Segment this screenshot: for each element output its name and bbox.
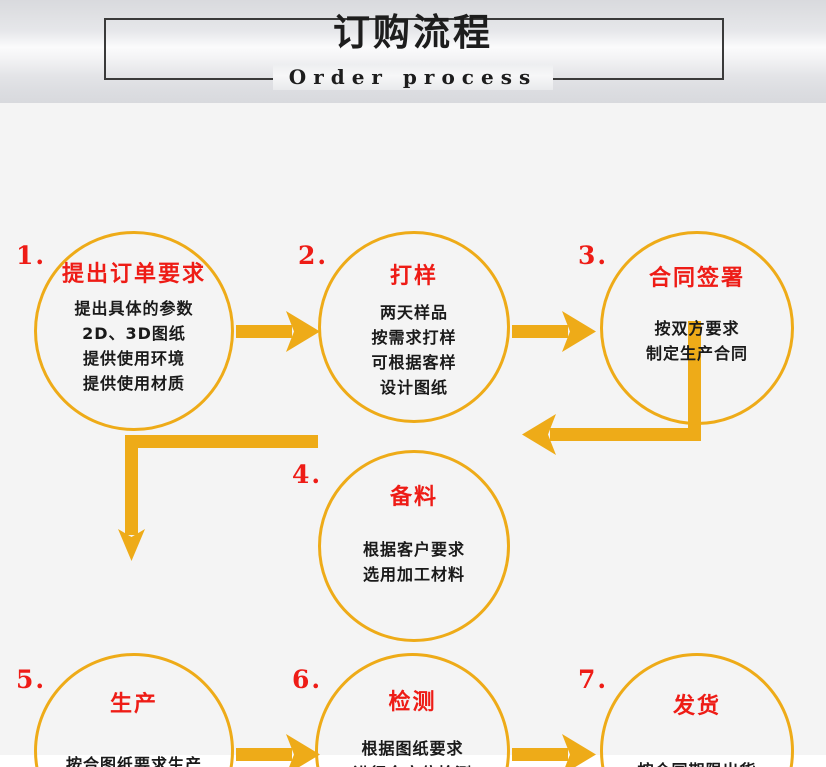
step-body-4: 根据客户要求 选用加工材料 bbox=[363, 537, 465, 587]
step-number-2: 2. bbox=[298, 241, 329, 270]
step-title-1: 提出订单要求 bbox=[61, 262, 206, 287]
step-title-5: 生产 bbox=[109, 692, 158, 717]
header-subtitle-wrap: Order process bbox=[0, 64, 826, 90]
step-title-7: 发货 bbox=[672, 694, 721, 719]
step-node-4[interactable]: 备料 根据客户要求 选用加工材料 bbox=[318, 450, 510, 642]
arrow-step1-to-step2 bbox=[236, 308, 322, 352]
step-title-3: 合同签署 bbox=[648, 266, 745, 291]
step-node-6[interactable]: 检测 根据图纸要求 进行全方位检测 bbox=[315, 653, 510, 767]
step-body-line: 2D、3D图纸 bbox=[82, 324, 186, 343]
step-body-5: 按合图纸要求生产 bbox=[66, 752, 202, 767]
step-body-7: 按合同期限出货 bbox=[637, 758, 756, 767]
step-body-line: 提出具体的参数 bbox=[74, 299, 194, 318]
step-number-7: 7. bbox=[578, 665, 609, 694]
step-body-6: 根据图纸要求 进行全方位检测 bbox=[353, 736, 472, 767]
step-node-5[interactable]: 生产 按合图纸要求生产 bbox=[34, 653, 234, 767]
step-body-line: 按双方要求 bbox=[654, 319, 740, 338]
step-body-line: 设计图纸 bbox=[379, 378, 448, 397]
step-body-line: 两天样品 bbox=[379, 303, 448, 322]
step-body-3: 按双方要求 制定生产合同 bbox=[646, 316, 748, 366]
step-body-line: 按合图纸要求生产 bbox=[65, 755, 202, 767]
step-body-line: 提供使用环境 bbox=[82, 349, 185, 368]
step-body-2: 两天样品 按需求打样 可根据客样 设计图纸 bbox=[371, 300, 456, 400]
step-number-5: 5. bbox=[16, 665, 47, 694]
arrow-step5-to-step6 bbox=[236, 731, 322, 767]
step-node-7[interactable]: 发货 按合同期限出货 bbox=[600, 653, 794, 767]
step-body-line: 进行全方位检测 bbox=[353, 761, 472, 767]
arrow-step4-to-step5 bbox=[118, 435, 318, 561]
step-node-2[interactable]: 打样 两天样品 按需求打样 可根据客样 设计图纸 bbox=[318, 231, 510, 423]
step-number-4: 4. bbox=[292, 460, 323, 489]
step-body-line: 按合同期限出货 bbox=[637, 758, 756, 767]
arrow-step6-to-step7 bbox=[512, 731, 598, 767]
step-body-1: 提出具体的参数 2D、3D图纸 提供使用环境 提供使用材质 bbox=[74, 296, 193, 396]
header-band: 订购流程 Order process bbox=[0, 0, 826, 103]
step-body-line: 根据客户要求 bbox=[362, 540, 465, 559]
step-number-1: 1. bbox=[16, 241, 47, 270]
arrow-step2-to-step3 bbox=[512, 308, 598, 352]
step-body-line: 可根据客样 bbox=[371, 353, 457, 372]
step-number-6: 6. bbox=[292, 665, 323, 694]
page-subtitle: Order process bbox=[272, 64, 554, 90]
page-title: 订购流程 bbox=[333, 11, 493, 54]
step-body-line: 按需求打样 bbox=[371, 328, 457, 347]
step-body-line: 制定生产合同 bbox=[645, 344, 748, 363]
step-title-6: 检测 bbox=[388, 690, 437, 715]
step-node-1[interactable]: 提出订单要求 提出具体的参数 2D、3D图纸 提供使用环境 提供使用材质 bbox=[34, 231, 234, 431]
step-title-4: 备料 bbox=[389, 485, 438, 510]
step-title-2: 打样 bbox=[389, 264, 438, 289]
step-body-line: 选用加工材料 bbox=[362, 565, 465, 584]
step-node-3[interactable]: 合同签署 按双方要求 制定生产合同 bbox=[600, 231, 794, 425]
step-body-line: 根据图纸要求 bbox=[361, 739, 464, 758]
step-body-line: 提供使用材质 bbox=[82, 374, 185, 393]
flow-area: 1. 提出订单要求 提出具体的参数 2D、3D图纸 提供使用环境 提供使用材质 … bbox=[0, 103, 826, 767]
step-number-3: 3. bbox=[578, 241, 609, 270]
